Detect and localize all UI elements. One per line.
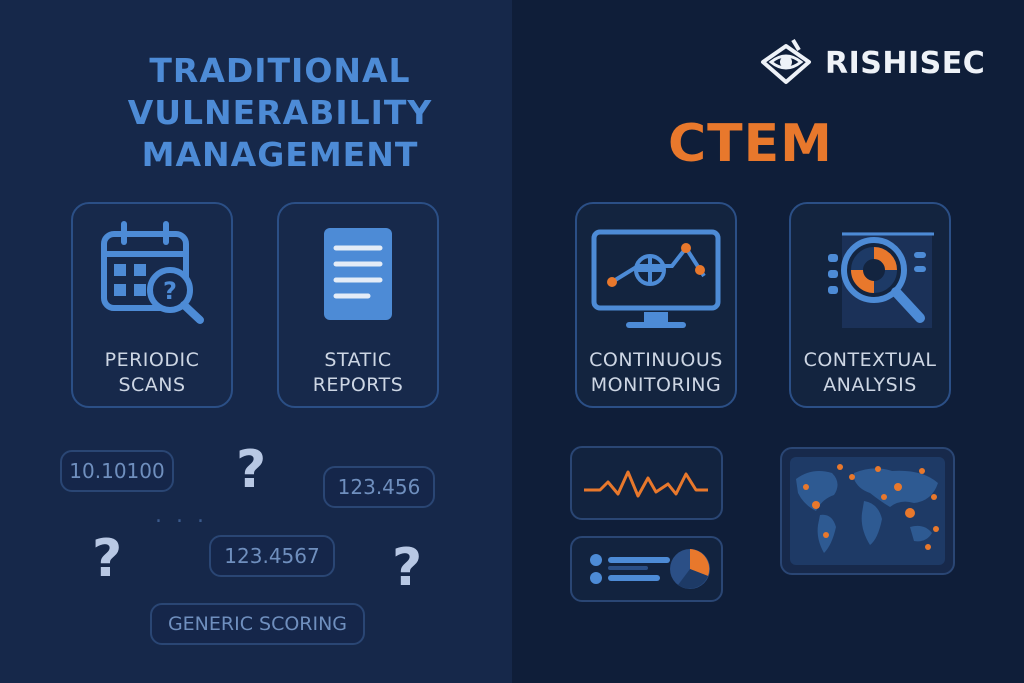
card-label: CONTINUOUS MONITORING (589, 349, 723, 396)
card-label: STATIC REPORTS (312, 349, 404, 396)
question-mark: ? (236, 440, 267, 500)
document-icon (324, 228, 392, 320)
waveform-widget (570, 446, 723, 520)
value-pill: 123.4567 (209, 535, 335, 577)
card-continuous-monitoring: CONTINUOUS MONITORING (575, 202, 737, 408)
value-pill: 10.10100 (60, 450, 174, 492)
eye-shield-icon (761, 38, 811, 84)
calendar-search-icon: ? (101, 221, 204, 324)
svg-text:?: ? (163, 277, 177, 305)
card-periodic-scans: ? PERIODIC SCANS (71, 202, 233, 408)
generic-scoring-pill: GENERIC SCORING (150, 603, 365, 645)
monitor-chart-icon (591, 229, 721, 328)
card-contextual-analysis: CONTEXTUAL ANALYSIS (789, 202, 951, 408)
brand-name: RISHISEC (825, 45, 986, 81)
ellipsis-dots: ... (155, 503, 218, 528)
world-map-icon (790, 457, 945, 565)
waveform-icon (584, 470, 708, 498)
question-mark: ? (392, 538, 423, 598)
traditional-title: TRADITIONAL VULNERABILITY MANAGEMENT (127, 51, 433, 174)
world-map-widget (780, 447, 955, 575)
list-pie-widget (570, 536, 723, 602)
magnify-donut-icon (828, 232, 934, 328)
ctem-title: CTEM (668, 114, 833, 174)
brand-logo: RISHISEC (755, 32, 985, 94)
list-pie-icon (590, 549, 710, 589)
card-label: CONTEXTUAL ANALYSIS (803, 349, 937, 396)
card-label: PERIODIC SCANS (104, 349, 200, 396)
value-pill: 123.456 (323, 466, 435, 508)
question-mark: ? (92, 529, 123, 589)
card-static-reports: STATIC REPORTS (277, 202, 439, 408)
